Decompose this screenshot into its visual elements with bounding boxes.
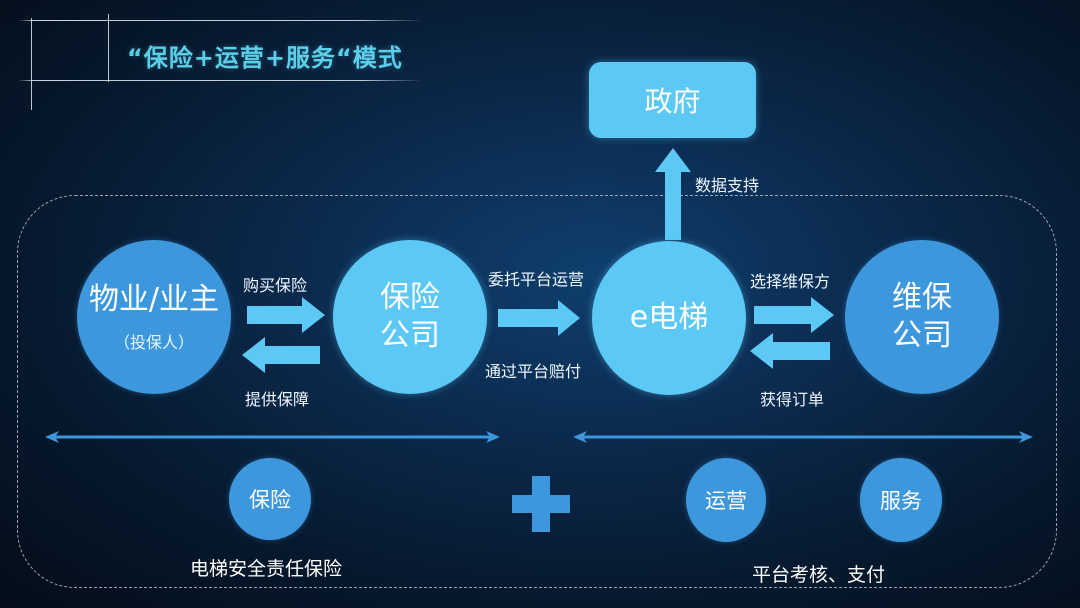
platform-review-payment-caption: 平台考核、支付 xyxy=(752,564,886,586)
service-pillar: 服务 xyxy=(860,458,942,542)
government-label: 政府 xyxy=(644,85,701,118)
arrow-left-icon xyxy=(750,333,830,369)
plus-icon xyxy=(512,476,570,532)
title-frame-left-line xyxy=(31,18,32,110)
provide-coverage-label: 提供保障 xyxy=(245,390,310,409)
arrow-right-icon xyxy=(247,297,325,333)
title-frame-divider-line xyxy=(108,14,109,82)
double-arrow-line-left xyxy=(45,431,500,443)
insurer-label-line1: 保险 xyxy=(380,280,440,315)
owner-node: 物业/业主 （投保人） xyxy=(77,240,231,394)
platform-claims-label: 通过平台赔付 xyxy=(485,362,582,381)
operation-pillar: 运营 xyxy=(686,458,766,542)
arrow-left-icon xyxy=(242,337,320,373)
page-title: “保险+运营+服务“模式 xyxy=(127,44,403,72)
insurance-pillar: 保险 xyxy=(229,458,311,540)
owner-label: 物业/业主 xyxy=(88,282,220,317)
arrow-up-icon xyxy=(655,148,691,240)
owner-sublabel: （投保人） xyxy=(113,333,194,352)
maintenance-node: 维保 公司 xyxy=(845,240,999,394)
insurer-label-line2: 公司 xyxy=(380,318,440,353)
operation-pillar-label: 运营 xyxy=(705,489,747,513)
government-box: 政府 xyxy=(589,62,756,138)
title-frame-top-line xyxy=(18,20,423,21)
elevator-liability-insurance-caption: 电梯安全责任保险 xyxy=(190,558,343,580)
dashed-platform-boundary xyxy=(17,195,1057,588)
buy-insurance-label: 购买保险 xyxy=(243,276,308,295)
select-maintainer-label: 选择维保方 xyxy=(750,272,831,291)
insurance-pillar-label: 保险 xyxy=(249,488,291,512)
double-arrow-line-right xyxy=(573,431,1033,443)
title-frame-bottom-line xyxy=(18,80,423,81)
maintenance-label-line1: 维保 xyxy=(892,280,952,315)
service-pillar-label: 服务 xyxy=(880,489,922,513)
data-support-label: 数据支持 xyxy=(695,176,760,195)
maintenance-label-line2: 公司 xyxy=(892,318,952,353)
arrow-right-icon xyxy=(754,297,834,333)
e-elevator-label: e电梯 xyxy=(629,300,709,335)
entrust-operation-label: 委托平台运营 xyxy=(488,270,585,289)
arrow-right-icon xyxy=(498,300,580,336)
get-orders-label: 获得订单 xyxy=(760,390,825,409)
insurer-node: 保险 公司 xyxy=(333,240,487,394)
e-elevator-node: e电梯 xyxy=(592,241,746,395)
